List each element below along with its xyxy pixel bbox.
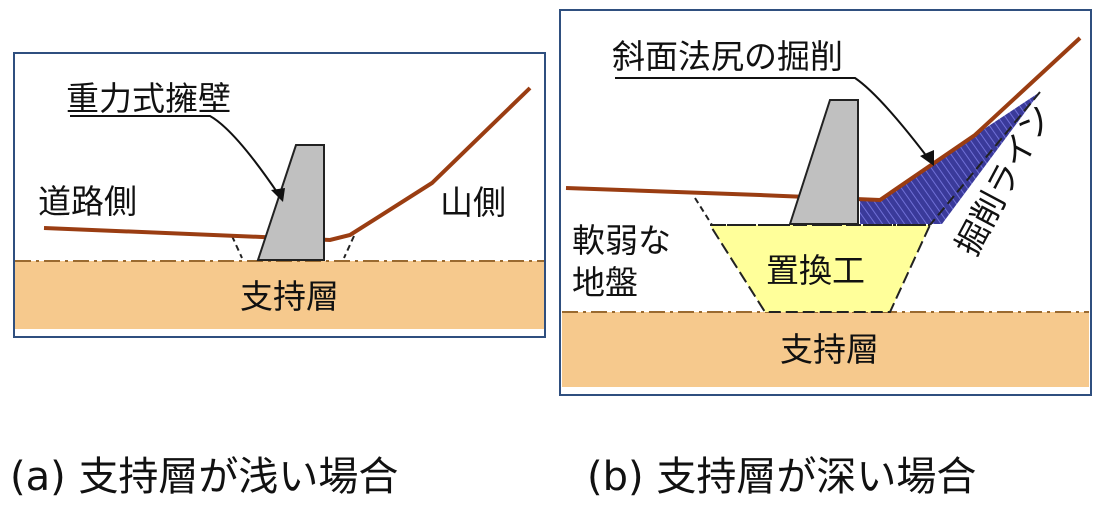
- excavation-diagonal-line: [929, 91, 1041, 226]
- support-layer-b: [562, 312, 1089, 387]
- excavation-line-a-left: [231, 235, 243, 259]
- ground-line-b: [565, 36, 1082, 203]
- caption-b: (b) 支持層が深い場合: [587, 454, 976, 500]
- slope-excavation-hatch: [860, 92, 1040, 224]
- ground-line-a: [43, 86, 532, 243]
- replacement-label: 置換工: [766, 251, 865, 290]
- slope-excavation-label: 斜面法尻の掘削: [612, 37, 843, 76]
- panel-b: 斜面法尻の掘削 掘削ライン 軟弱な 地盤 置換工 支持層: [559, 9, 1092, 396]
- soft-ground-label-1: 軟弱な: [572, 221, 671, 260]
- support-layer-label-b: 支持層: [780, 330, 879, 369]
- road-side-label: 道路側: [38, 182, 137, 221]
- wall-label: 重力式擁壁: [66, 79, 231, 118]
- support-layer-label-a: 支持層: [240, 277, 339, 316]
- excavation-line-a-right: [343, 235, 355, 259]
- panel-a: 重力式擁壁 道路側 山側 支持層: [13, 52, 546, 338]
- gravity-retaining-wall-b: [788, 99, 859, 225]
- slope-leader-line: [615, 77, 929, 159]
- gravity-retaining-wall-a: [256, 144, 325, 261]
- excavation-line-b-left: [694, 197, 713, 226]
- wall-leader-line-a: [70, 115, 280, 196]
- wall-leader-arrow-a: [271, 188, 285, 202]
- caption-a: (a) 支持層が浅い場合: [10, 454, 398, 500]
- soft-ground-label-2: 地盤: [572, 263, 638, 302]
- slope-leader-arrow: [920, 150, 934, 166]
- support-layer-a: [15, 261, 544, 329]
- mountain-side-label: 山側: [440, 183, 506, 222]
